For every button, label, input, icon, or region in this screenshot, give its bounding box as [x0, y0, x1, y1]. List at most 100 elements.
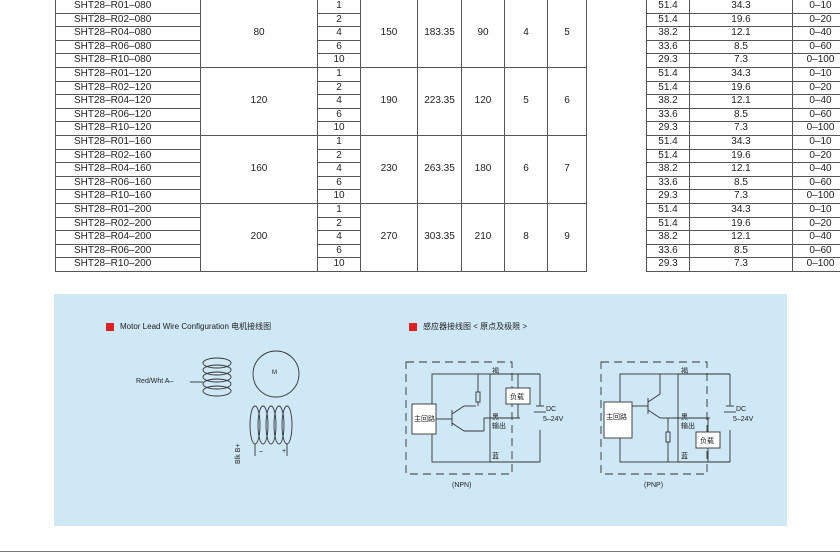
npn-load-label: 负载: [510, 394, 524, 401]
value-cell: 38.2: [646, 94, 690, 109]
sensor-title: 感应器接线图 < 原点及极限 >: [423, 322, 528, 331]
bullet-square-icon: [106, 322, 114, 331]
value-cell: 38.2: [646, 26, 690, 41]
value-cell: 34.3: [689, 0, 793, 14]
ratio-cell: 6: [317, 39, 361, 55]
ratio-cell: 2: [317, 148, 361, 164]
npn-voltage-label: 5–24V: [543, 416, 564, 423]
value-cell: 19.6: [689, 80, 793, 96]
model-cell: SHT28–R06–160: [55, 175, 201, 191]
coil-b: [249, 405, 293, 456]
value-cell: 7.3: [689, 189, 793, 204]
ratio-cell: 10: [317, 121, 361, 136]
model-cell: SHT28–R02–200: [55, 216, 201, 232]
ratio-cell: 6: [317, 243, 361, 259]
range-cell: 0–40: [792, 26, 840, 41]
npn-diagram: [405, 361, 546, 475]
range-cell: 0–40: [792, 94, 840, 109]
value-cell: 51.4: [646, 216, 690, 232]
motor-circle: [252, 350, 300, 398]
model-cell: SHT28–R10–160: [55, 189, 201, 204]
value-cell: 7: [547, 134, 587, 204]
pnp-output-label: 输出: [681, 423, 695, 430]
pnp-main-label: 主回路: [606, 414, 627, 421]
value-cell: 51.4: [646, 134, 690, 150]
value-cell: 9: [547, 202, 587, 272]
model-cell: SHT28–R06–200: [55, 243, 201, 259]
ratio-cell: 1: [317, 0, 361, 14]
npn-blue-label: 蓝: [492, 453, 499, 460]
value-cell: 8.5: [689, 243, 793, 259]
value-cell: 38.2: [646, 162, 690, 177]
pnp-caption: (PNP): [644, 482, 664, 489]
value-cell: 7.3: [689, 121, 793, 136]
marker-minus: –: [259, 448, 263, 455]
value-cell: 29.3: [646, 53, 690, 68]
value-cell: 51.4: [646, 202, 690, 218]
length-cell: 120: [200, 66, 318, 136]
value-cell: 12.1: [689, 230, 793, 245]
length-cell: 160: [200, 134, 318, 204]
value-cell: 183.35: [417, 0, 462, 68]
range-cell: 0–10: [792, 0, 840, 14]
model-cell: SHT28–R04–080: [55, 26, 201, 41]
blank-cell: [586, 0, 647, 68]
ratio-cell: 4: [317, 26, 361, 41]
value-cell: 180: [461, 134, 505, 204]
value-cell: 34.3: [689, 202, 793, 218]
npn-inner-box: [431, 373, 491, 463]
value-cell: 5: [547, 0, 587, 68]
range-cell: 0–60: [792, 175, 840, 191]
range-cell: 0–20: [792, 216, 840, 232]
value-cell: 303.35: [417, 202, 462, 272]
model-cell: SHT28–R02–160: [55, 148, 201, 164]
range-cell: 0–10: [792, 66, 840, 82]
model-cell: SHT28–R01–080: [55, 0, 201, 14]
ratio-cell: 2: [317, 12, 361, 28]
value-cell: 12.1: [689, 26, 793, 41]
coil-a: [190, 357, 232, 397]
wiring-panel: Motor Lead Wire Configuration 电机接线图 感应器接…: [54, 294, 787, 526]
value-cell: 51.4: [646, 66, 690, 82]
model-cell: SHT28–R04–200: [55, 230, 201, 245]
pnp-voltage-label: 5–24V: [733, 416, 754, 423]
ratio-cell: 1: [317, 134, 361, 150]
ratio-cell: 4: [317, 230, 361, 245]
blank-cell: [586, 67, 647, 136]
npn-output-label: 输出: [492, 423, 506, 430]
value-cell: 7.3: [689, 53, 793, 68]
value-cell: 51.4: [646, 0, 690, 14]
bottom-divider: [0, 551, 840, 552]
sensor-legend: 感应器接线图 < 原点及极限 >: [409, 321, 527, 332]
npn-resistor: [475, 391, 481, 403]
ratio-cell: 10: [317, 189, 361, 204]
range-cell: 0–40: [792, 230, 840, 245]
model-cell: SHT28–R10–120: [55, 121, 201, 136]
ratio-cell: 1: [317, 202, 361, 218]
lead-a-label: Red/Wht A–: [136, 378, 174, 385]
value-cell: 190: [360, 66, 418, 136]
value-cell: 12.1: [689, 94, 793, 109]
model-cell: SHT28–R04–120: [55, 94, 201, 109]
value-cell: 38.2: [646, 230, 690, 245]
lead-b-label: Blk B+: [235, 443, 242, 464]
pnp-dc-label: DC: [736, 406, 747, 413]
range-cell: 0–60: [792, 107, 840, 123]
value-cell: 33.6: [646, 243, 690, 259]
value-cell: 223.35: [417, 66, 462, 136]
model-cell: SHT28–R01–160: [55, 134, 201, 150]
ratio-cell: 2: [317, 80, 361, 96]
motor-label: M: [272, 370, 277, 376]
range-cell: 0–40: [792, 162, 840, 177]
model-cell: SHT28–R01–200: [55, 202, 201, 218]
value-cell: 29.3: [646, 121, 690, 136]
value-cell: 263.35: [417, 134, 462, 204]
npn-brown-label: 褐: [492, 368, 499, 375]
motor-title: Motor Lead Wire Configuration 电机接线图: [120, 322, 272, 331]
